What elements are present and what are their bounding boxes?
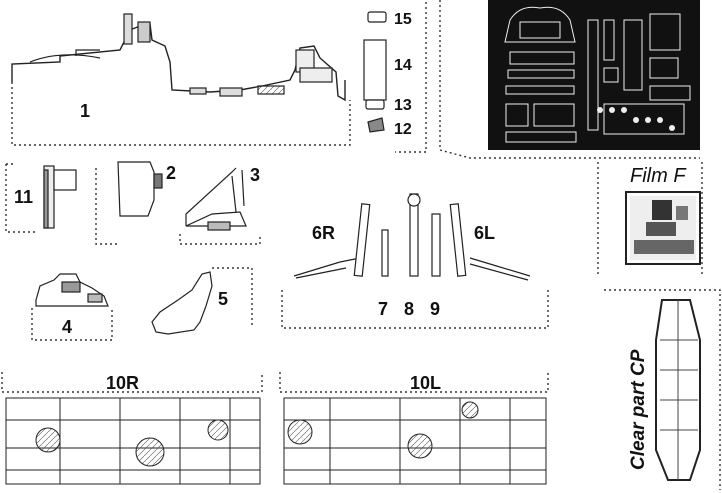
part-5-drawing <box>151 271 213 335</box>
photo-etch-fret <box>439 0 700 159</box>
part-5-label: 5 <box>218 289 229 309</box>
small-parts-12-15 <box>363 11 387 133</box>
landing-gear-drawing <box>293 193 531 281</box>
part-13-label: 13 <box>394 97 412 114</box>
part-4-drawing <box>35 273 109 307</box>
part-7-label: 7 <box>378 299 389 319</box>
part-11-drawing <box>43 165 77 229</box>
film-f-label: Film F <box>630 165 686 187</box>
part-10l-label: 10L <box>410 373 442 393</box>
part-1-outline <box>11 82 351 146</box>
clear-part-cp-drawing <box>604 289 721 490</box>
part-3-label: 3 <box>250 165 261 185</box>
part-9-label: 9 <box>430 299 441 319</box>
part-6l-label: 6L <box>474 223 496 243</box>
part-10r-label: 10R <box>106 373 140 393</box>
part-15-label: 15 <box>394 11 412 28</box>
part-10l-drawing <box>283 397 547 485</box>
part-11-label: 11 <box>14 187 34 207</box>
part-1-drawing <box>11 13 346 102</box>
part-4-label: 4 <box>62 317 73 337</box>
part-2-drawing <box>117 161 163 217</box>
part-3-drawing <box>185 167 247 231</box>
part-14-label: 14 <box>394 57 412 74</box>
part-1-label: 1 <box>80 101 91 121</box>
part-8-label: 8 <box>404 299 415 319</box>
film-f-drawing <box>597 162 703 274</box>
part-12-label: 12 <box>394 121 412 138</box>
part-10r-drawing <box>5 397 261 485</box>
part-2-label: 2 <box>166 163 177 183</box>
clear-part-cp-label: Clear part CP <box>628 349 649 470</box>
part-6r-label: 6R <box>312 223 336 243</box>
